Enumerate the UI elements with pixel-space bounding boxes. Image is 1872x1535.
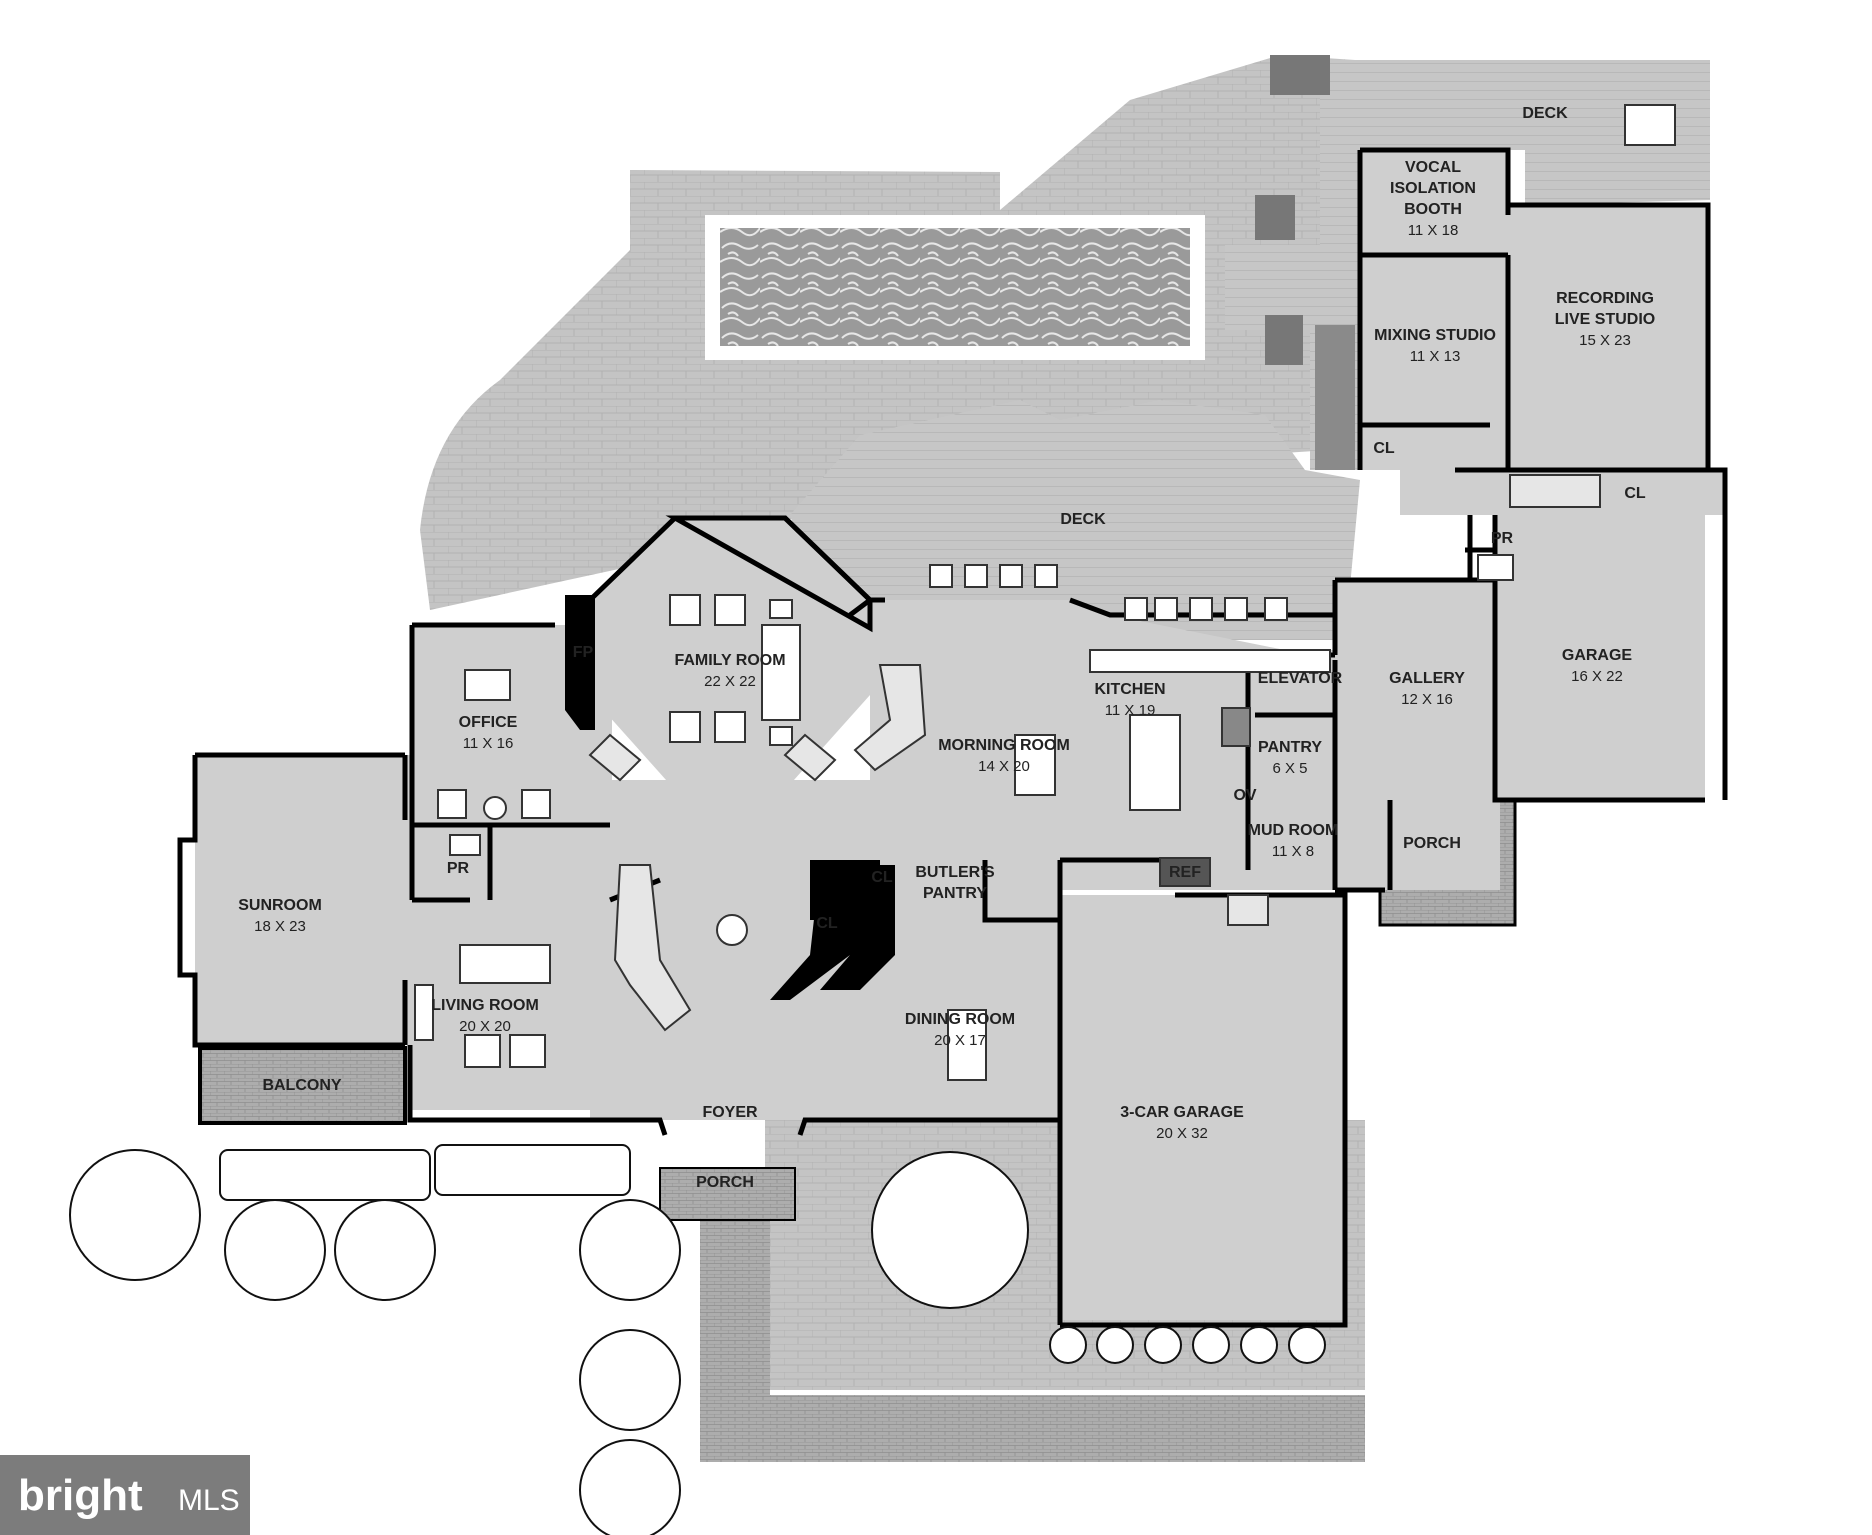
deck-stair-3 <box>1270 55 1330 95</box>
room-label-foyer: FOYER <box>702 1104 758 1121</box>
dining-table <box>947 1009 987 1081</box>
room-label-office: OFFICE <box>459 714 518 731</box>
room-dims-office: 11 X 16 <box>463 735 514 752</box>
stair-garage <box>1227 894 1269 926</box>
room-label-garage: GARAGE <box>1562 647 1633 664</box>
room-dims-recording-studio: 15 X 23 <box>1579 332 1631 349</box>
label-ref: REF <box>1169 864 1201 881</box>
room-dims-dining-room: 20 X 17 <box>934 1032 986 1049</box>
deck-table <box>1624 104 1676 146</box>
room-label-porch-east: PORCH <box>1403 835 1461 852</box>
deck-stair-4 <box>1315 325 1355 470</box>
room-label-dining-room: DINING ROOM <box>905 1011 1015 1028</box>
room-label-mixing-studio: MIXING STUDIO <box>1374 327 1496 344</box>
deck-stair-2 <box>1265 315 1303 365</box>
room-label-recording-studio: RECORDING <box>1556 290 1654 307</box>
room-dims-vocal-booth: 11 X 18 <box>1408 222 1459 239</box>
chimney-block <box>810 860 880 920</box>
label-fp: FP <box>573 644 594 661</box>
room-dims-garage: 16 X 22 <box>1571 668 1623 685</box>
morning-table <box>1014 734 1056 796</box>
room-label-butlers-pantry: BUTLER'S <box>915 864 995 881</box>
furniture <box>414 104 1676 1081</box>
room-dims-mixing-studio: 11 X 13 <box>1410 348 1461 365</box>
room-label-vocal-booth: VOCAL <box>1405 159 1461 176</box>
island <box>1129 714 1181 811</box>
room-dims-living-room: 20 X 20 <box>459 1018 511 1035</box>
stair-morning <box>853 664 927 772</box>
hedge-1 <box>219 1149 431 1201</box>
room-label-balcony: BALCONY <box>262 1077 341 1094</box>
room-label-three-car-garage: 3-CAR GARAGE <box>1120 1104 1244 1121</box>
room-label-living-room: LIVING ROOM <box>431 997 539 1014</box>
label-pr-garage: PR <box>1491 530 1514 547</box>
room-label-gallery: GALLERY <box>1389 670 1465 687</box>
room-label-elevator: ELEVATOR <box>1258 670 1343 687</box>
pool-water <box>720 228 1190 346</box>
room-label-butlers-pantry: PANTRY <box>923 885 987 902</box>
room-label-recording-studio: LIVE STUDIO <box>1555 311 1655 328</box>
stair-family-right <box>783 733 837 782</box>
pool-patio <box>420 55 1355 610</box>
tree-front-2 <box>334 1199 436 1301</box>
room-label-vocal-booth: ISOLATION <box>1390 180 1476 197</box>
room-dims-pantry: 6 X 5 <box>1272 760 1307 777</box>
stair-family-left <box>588 733 642 782</box>
room-label-morning-room: MORNING ROOM <box>938 737 1070 754</box>
watermark-brand: bright <box>18 1471 143 1520</box>
bright-mls-watermark: bright MLS <box>0 1455 250 1535</box>
room-label-mud-room: MUD ROOM <box>1248 822 1339 839</box>
solid-wall-blocks <box>565 595 895 1000</box>
room-dims-kitchen: 11 X 19 <box>1105 702 1156 719</box>
room-label-deck-main: DECK <box>1060 511 1106 528</box>
room-label-kitchen: KITCHEN <box>1094 681 1165 698</box>
front-porch-floor <box>659 1167 796 1221</box>
stairs <box>588 474 1601 1032</box>
label-pr-office: PR <box>447 860 470 877</box>
room-labels: DECK VOCAL ISOLATION BOOTH 11 X 18 MIXING STU… <box>238 105 1655 1191</box>
sofa-living <box>459 944 551 984</box>
sofa-family <box>761 624 801 721</box>
label-cl-foyer-1: CL <box>871 869 893 886</box>
desk-office <box>464 669 511 701</box>
room-label-deck-top: DECK <box>1522 105 1568 122</box>
room-dims-family-room: 22 X 22 <box>704 673 756 690</box>
refrigerator <box>1159 857 1211 887</box>
room-label-pantry: PANTRY <box>1258 739 1322 756</box>
range <box>1221 707 1251 747</box>
room-dims-morning-room: 14 X 20 <box>978 758 1030 775</box>
tree-front-3 <box>579 1199 681 1301</box>
hedge-2 <box>434 1144 631 1196</box>
tree-front-4 <box>579 1329 681 1431</box>
room-dims-mud-room: 11 X 8 <box>1272 843 1314 860</box>
room-label-porch-front: PORCH <box>696 1174 754 1191</box>
tree-front-5 <box>579 1439 681 1535</box>
room-label-vocal-booth: BOOTH <box>1404 201 1462 218</box>
stair-studio <box>1509 474 1601 508</box>
label-cl-foyer-2: CL <box>816 915 838 932</box>
label-cl-studio: CL <box>1373 440 1395 457</box>
tree-front-1 <box>224 1199 326 1301</box>
tree-large-left <box>69 1149 201 1281</box>
balcony-floor <box>198 1046 407 1125</box>
room-dims-three-car-garage: 20 X 32 <box>1156 1125 1208 1142</box>
room-dims-sunroom: 18 X 23 <box>254 918 306 935</box>
tree-yard <box>871 1151 1029 1309</box>
watermark-suffix: MLS <box>178 1484 240 1517</box>
trees <box>69 1144 1326 1535</box>
fireplace-family <box>565 595 595 730</box>
stair-foyer <box>613 864 692 1032</box>
room-label-family-room: FAMILY ROOM <box>674 652 785 669</box>
label-ov: OV <box>1233 787 1256 804</box>
room-label-sunroom: SUNROOM <box>238 897 322 914</box>
label-cl-stair: CL <box>1624 485 1646 502</box>
small-labels: CL CL PR FP OV PR CL CL REF <box>447 440 1646 932</box>
room-dims-gallery: 12 X 16 <box>1401 691 1453 708</box>
deck-stair-1 <box>1255 195 1295 240</box>
